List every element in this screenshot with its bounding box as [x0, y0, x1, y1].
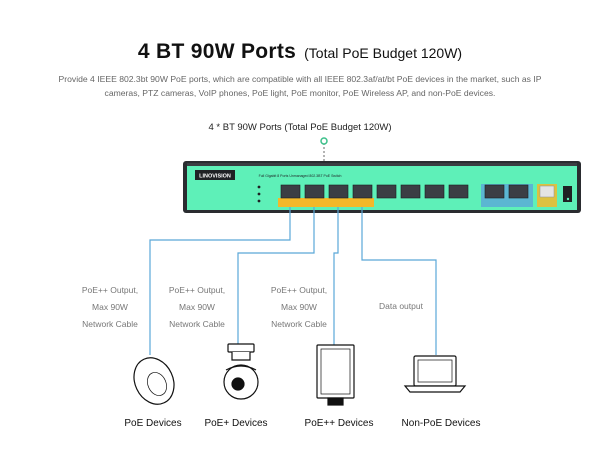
- dip-switch: [563, 186, 572, 202]
- device-label-poe-plus-plus: PoE++ Devices: [304, 418, 374, 429]
- model-text: Full Gigabit 8 Ports Unmanaged 802.3BT P…: [259, 174, 342, 178]
- wireless-ap-icon: [133, 357, 175, 405]
- description: Provide 4 IEEE 802.3bt 90W PoE ports, wh…: [58, 74, 542, 98]
- ethernet-ports: [280, 184, 469, 199]
- device-label-poe: PoE Devices: [124, 418, 182, 429]
- connection-label-4: Data output: [379, 301, 423, 311]
- cable-2: [237, 207, 315, 345]
- uplink-ports: [484, 184, 529, 199]
- poe-port-strip: [278, 198, 374, 207]
- ptz-camera-icon: [223, 343, 259, 400]
- heading-main: 4 BT 90W Ports: [137, 40, 297, 63]
- network-cables: [149, 207, 437, 355]
- connection-label-1: PoE++ Output, Max 90W Network Cable: [81, 285, 139, 329]
- heading-paren: (Total PoE Budget 120W): [304, 45, 463, 61]
- status-leds: [257, 185, 261, 203]
- device-label-poe-plus: PoE+ Devices: [204, 418, 268, 429]
- connection-label-2: PoE++ Output, Max 90W Network Cable: [168, 285, 226, 329]
- title-pointer-dot: [320, 137, 328, 145]
- brand-box: [195, 170, 235, 180]
- switch-top-edge: [187, 163, 577, 166]
- brand-text: LINOVISION: [199, 174, 231, 180]
- heading: 4 BT 90W Ports (Total PoE Budget 120W): [0, 40, 600, 64]
- sfp-port: [539, 185, 555, 198]
- cable-3: [333, 207, 339, 345]
- cable-1: [149, 207, 291, 355]
- cable-4: [361, 207, 437, 355]
- monitor-icon: [316, 344, 355, 406]
- diagram-title: 4 * BT 90W Ports (Total PoE Budget 120W): [208, 122, 392, 133]
- laptop-icon: [403, 355, 467, 393]
- connection-label-3: PoE++ Output, Max 90W Network Cable: [270, 285, 328, 329]
- device-label-non-poe: Non-PoE Devices: [401, 418, 481, 429]
- poe-switch: [183, 161, 581, 213]
